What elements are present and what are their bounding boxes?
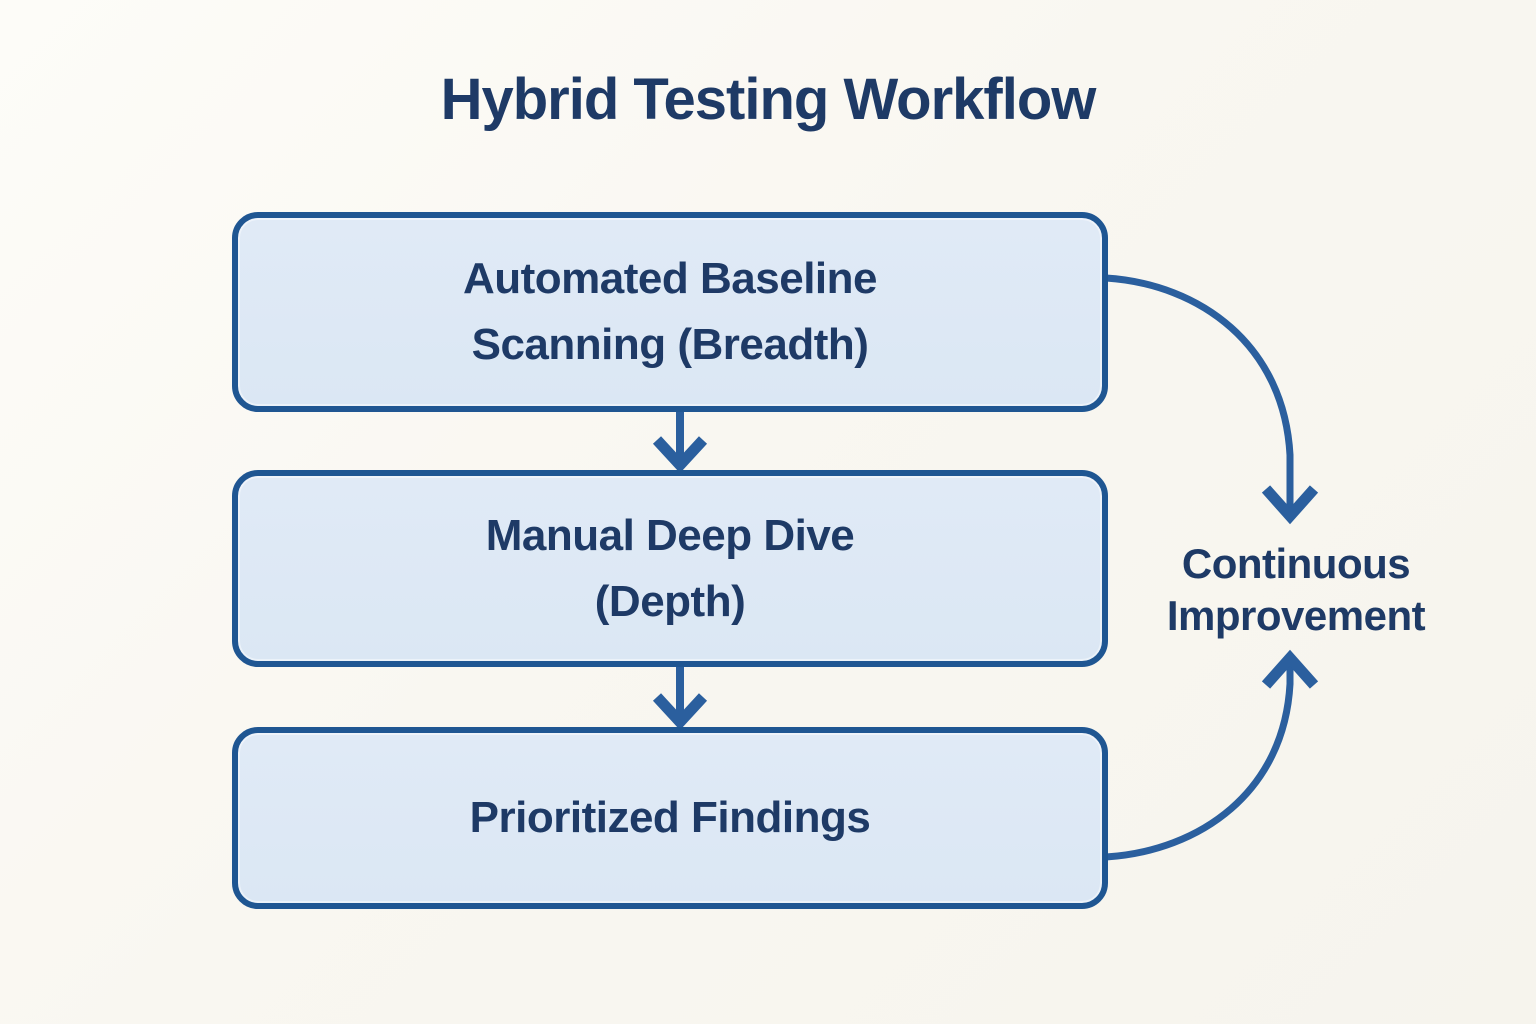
side-label-line: Continuous — [1181, 540, 1411, 587]
label-continuous-improvement: Continuous Improvement — [1128, 538, 1464, 642]
node-label-line: Scanning (Breadth) — [471, 320, 869, 369]
node-prioritized-findings: Prioritized Findings — [232, 727, 1108, 909]
edge-scanning-to-deepdive-arrow-down-icon — [652, 409, 708, 474]
node-manual-deep-dive: Manual Deep Dive (Depth) — [232, 470, 1108, 667]
page-title: Hybrid Testing Workflow — [440, 67, 1097, 132]
side-label-line: Improvement — [1166, 592, 1426, 640]
node-label-line: (Depth) — [594, 576, 746, 626]
node-automated-baseline-scanning: Automated Baseline Scanning (Breadth) — [232, 212, 1108, 412]
node-label-line: Automated Baseline — [463, 254, 877, 303]
edge-scanning-to-improvement-curved-arrow-icon — [1105, 274, 1319, 525]
node-label-line: Prioritized Findings — [469, 793, 871, 842]
edge-findings-to-improvement-curved-arrow-icon — [1105, 649, 1319, 861]
node-label-line: Manual Deep Dive — [485, 510, 855, 560]
edge-deepdive-to-findings-arrow-down-icon — [652, 664, 708, 731]
